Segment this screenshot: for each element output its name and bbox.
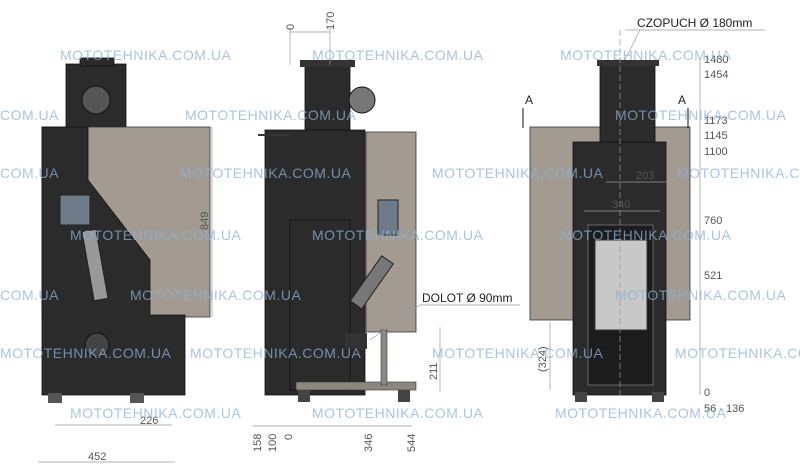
mid-leg-1 <box>298 390 310 402</box>
mid-flue-collar <box>300 60 355 67</box>
left-body <box>41 126 186 396</box>
right-leg-1 <box>575 392 587 402</box>
mid-lower-body <box>289 219 351 391</box>
dim-203: 203 <box>636 170 654 182</box>
dim-346: 346 <box>363 434 375 452</box>
watermark: MOTOTEHNIKA.COM.UA <box>70 405 241 421</box>
watermarks: MOTOTEHNIKA.COM.UA MOTOTEHNIKA.COM.UA MO… <box>0 47 800 421</box>
right-view: CZOPUCH Ø 180mm A A 1480 1454 1173 1145 … <box>522 16 765 415</box>
dim-1480: 1480 <box>704 54 728 66</box>
watermark: MOTOTEHNIKA.COM.UA <box>312 227 483 243</box>
dim-521: 521 <box>704 270 722 282</box>
watermark: COM.UA <box>0 287 59 303</box>
watermark: MOTOTEHNIKA.COM.UA <box>555 405 726 421</box>
dim-760: 760 <box>704 215 722 227</box>
left-view: 849 226 452 <box>38 57 213 463</box>
dim-324: (324) <box>537 346 549 372</box>
mid-base-frame <box>295 381 417 391</box>
mid-fan <box>348 86 376 114</box>
watermark: MOTOTEHNIKA.COM.UA <box>432 165 603 181</box>
mid-leg-2 <box>398 390 410 402</box>
left-fan-grill <box>81 85 111 115</box>
dim-1145: 1145 <box>704 130 728 142</box>
left-burner <box>59 194 91 226</box>
dim-211: 211 <box>428 362 440 380</box>
mid-feed-pipe <box>349 255 394 310</box>
watermark: MOTOTEHNIKA.COM.UA <box>190 345 361 361</box>
right-flue-box <box>599 64 656 146</box>
watermark: MOTOTEHNIKA.COM.UA <box>130 287 301 303</box>
dim-340: 340 <box>612 199 630 211</box>
left-leg-2 <box>130 393 144 403</box>
dim-544: 544 <box>406 434 418 452</box>
watermark: MOTOTEHNIKA.COM.UA <box>60 47 231 63</box>
watermark: MOTOTEHNIKA.COM.UA <box>180 165 351 181</box>
section-mark-left: A <box>525 93 533 107</box>
left-flue-collar <box>79 57 115 67</box>
right-door-glass <box>594 239 648 331</box>
mid-inlet <box>345 333 367 349</box>
watermark: MOTOTEHNIKA.COM.UA <box>677 165 800 181</box>
watermark: MOTOTEHNIKA.COM.UA <box>615 287 786 303</box>
dim-226: 226 <box>140 415 158 427</box>
watermark: MOTOTEHNIKA.COM.UA <box>312 405 483 421</box>
dim-100: 100 <box>267 434 279 452</box>
dim-158: 158 <box>252 434 264 452</box>
middle-view: 0 170 158 100 0 346 544 211 DOLOT Ø 90mm <box>252 12 520 452</box>
right-flue-collar <box>597 60 659 66</box>
flue-label: CZOPUCH Ø 180mm <box>637 16 752 30</box>
watermark: COM.UA <box>0 107 59 123</box>
left-feed-pipe <box>81 228 109 302</box>
left-ash-port <box>84 332 110 358</box>
dim-849: 849 <box>199 212 211 230</box>
watermark: MOTOTEHNIKA.COM.UA <box>560 47 731 63</box>
watermark: MOTOTEHNIKA.COM.UA <box>675 345 800 361</box>
section-mark-right: A <box>678 93 686 107</box>
dim-0: 0 <box>704 387 710 399</box>
dim-bottom-0: 0 <box>283 434 295 440</box>
watermark: MOTOTEHNIKA.COM.UA <box>0 345 171 361</box>
watermark: MOTOTEHNIKA.COM.UA <box>432 345 603 361</box>
watermark: MOTOTEHNIKA.COM.UA <box>560 227 731 243</box>
right-leg-2 <box>652 392 664 402</box>
dim-452: 452 <box>88 451 106 463</box>
dim-1173: 1173 <box>704 115 728 127</box>
dim-top-0: 0 <box>285 24 297 30</box>
dim-1100: 1100 <box>704 146 728 158</box>
mid-burner <box>377 199 399 236</box>
watermark: MOTOTEHNIKA.COM.UA <box>312 47 483 63</box>
left-leg-1 <box>48 393 62 403</box>
dim-1454: 1454 <box>704 69 728 81</box>
watermark: MOTOTEHNIKA.COM.UA <box>70 227 241 243</box>
watermark: MOTOTEHNIKA.COM.UA <box>615 107 786 123</box>
watermark: MOTOTEHNIKA.COM.UA <box>185 107 356 123</box>
watermark: COM.UA <box>0 165 59 181</box>
inlet-label: DOLOT Ø 90mm <box>422 291 512 305</box>
dim-56-136: 56 - 136 <box>704 403 744 415</box>
mid-hopper-leg <box>380 329 388 386</box>
dim-top-170: 170 <box>325 12 337 30</box>
